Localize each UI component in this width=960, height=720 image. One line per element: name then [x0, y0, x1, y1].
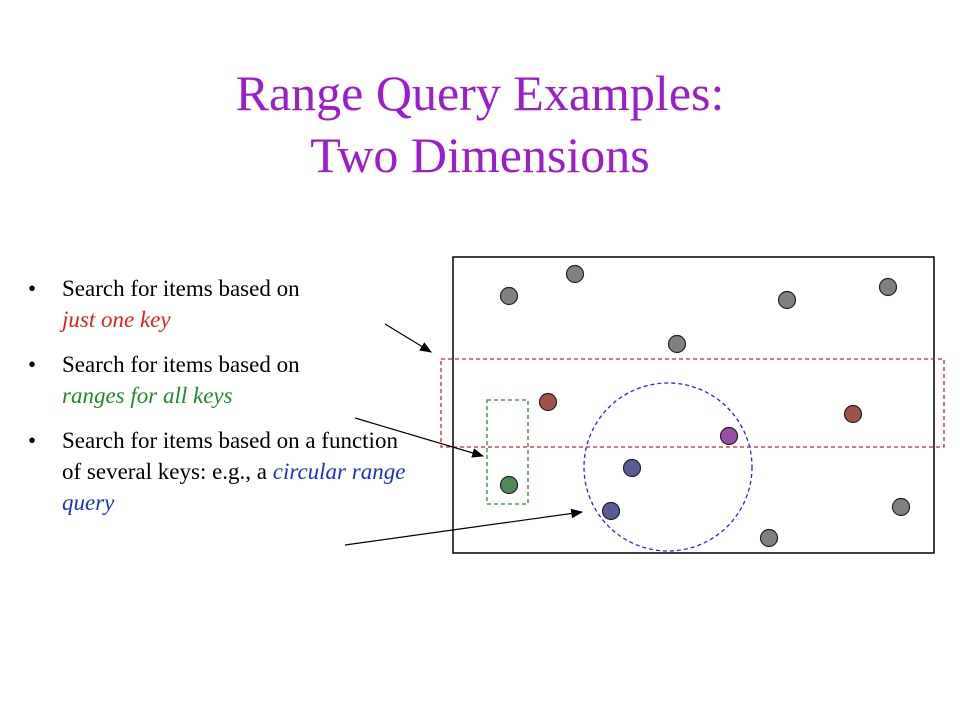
circular-range [583, 382, 753, 552]
bullet-all-keys: • Search for items based on ranges for a… [28, 349, 408, 411]
bullet-text: Search for items based on [62, 276, 300, 301]
data-point-one-key [843, 404, 863, 424]
bullet-dot-icon: • [28, 276, 37, 301]
data-point [777, 290, 797, 310]
bullet-dot-icon: • [28, 428, 37, 453]
data-point [759, 528, 779, 548]
title-line-2: Two Dimensions [310, 127, 650, 183]
data-point-both [719, 426, 739, 446]
bullet-list: • Search for items based on just one key… [28, 273, 408, 532]
bullet-dot-icon: • [28, 352, 37, 377]
bullet-emphasis-all-keys: ranges for all keys [62, 383, 233, 408]
data-point [565, 264, 585, 284]
bullet-one-key: • Search for items based on just one key [28, 273, 408, 335]
title-line-1: Range Query Examples: [235, 65, 725, 121]
arrow-circular [344, 508, 584, 546]
bullet-emphasis-one-key: just one key [62, 307, 171, 332]
data-point-all-keys [499, 475, 519, 495]
bullet-text: Search for items based on [62, 352, 300, 377]
all-keys-range-box [486, 399, 529, 505]
arrow-one-key [384, 323, 433, 353]
data-point [499, 286, 519, 306]
data-point-one-key [538, 392, 558, 412]
data-point [891, 497, 911, 517]
data-point [667, 334, 687, 354]
slide-title: Range Query Examples: Two Dimensions [0, 62, 960, 186]
bullet-text: Search for items based on a function of … [62, 428, 398, 484]
one-key-range-box [440, 358, 945, 448]
data-point-circular [601, 501, 621, 521]
bullet-function-keys: • Search for items based on a function o… [28, 425, 408, 518]
point-space-box [452, 256, 935, 554]
data-point [878, 277, 898, 297]
bullet-emphasis-circular: circular range query [62, 459, 406, 515]
arrow-all-keys [354, 417, 485, 458]
data-point-circular [622, 458, 642, 478]
